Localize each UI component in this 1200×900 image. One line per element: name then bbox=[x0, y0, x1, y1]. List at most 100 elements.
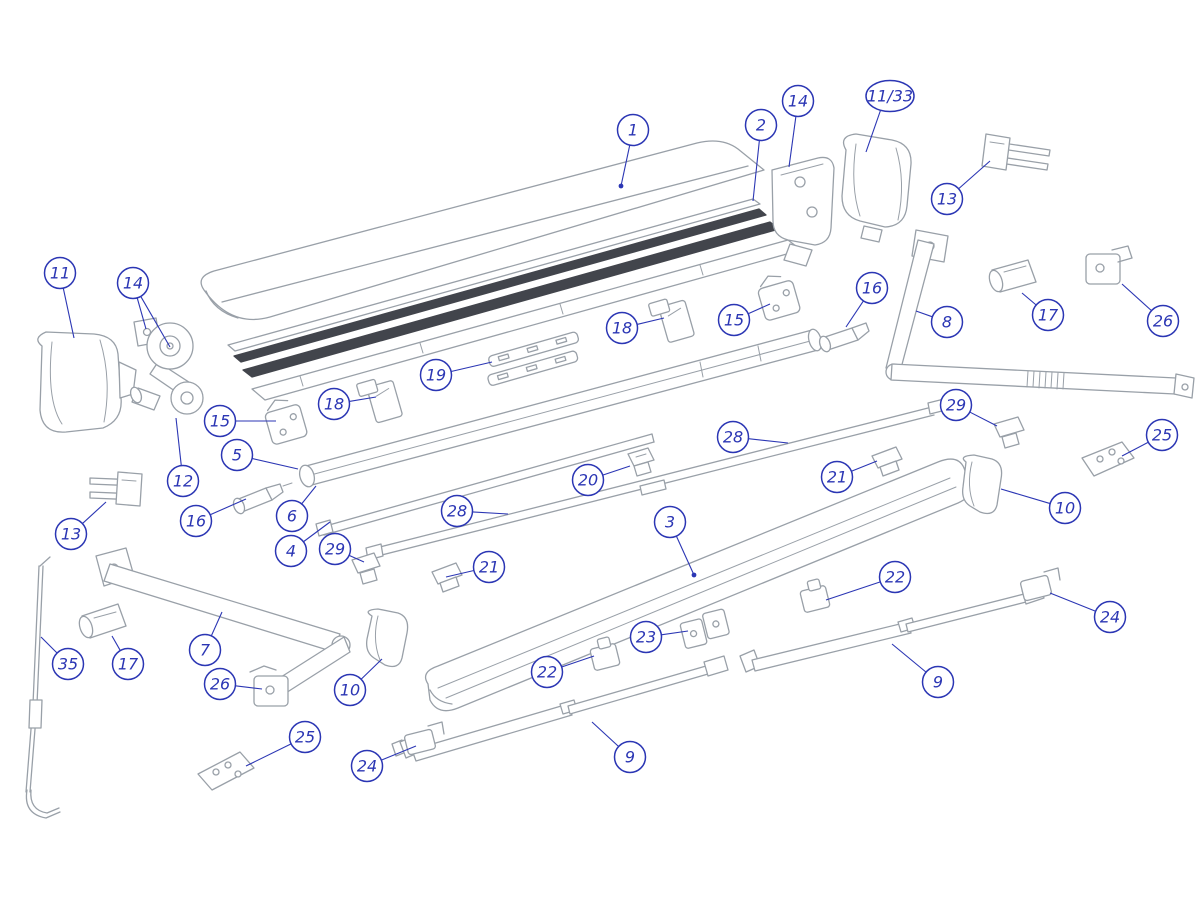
leader-line bbox=[748, 438, 789, 444]
callout-25: 25 bbox=[1121, 418, 1179, 457]
part-spring-arm-left bbox=[95, 547, 351, 699]
part-crank-rod-35 bbox=[25, 556, 61, 819]
leader-line bbox=[620, 145, 631, 187]
callout-22: 22 bbox=[825, 560, 912, 601]
callout-label: 7 bbox=[200, 641, 211, 660]
callout-21: 21 bbox=[820, 460, 878, 494]
callout-label: 4 bbox=[286, 542, 296, 561]
part-rafter-rail-28 bbox=[365, 398, 947, 561]
callout-label: 26 bbox=[210, 675, 230, 694]
callout-label: 1 bbox=[628, 121, 638, 140]
leader-line bbox=[915, 310, 933, 318]
part-cap-10-right bbox=[962, 454, 1003, 515]
leader-line bbox=[1000, 488, 1051, 505]
part-bracket-18-left bbox=[356, 378, 403, 424]
leader-line bbox=[40, 636, 58, 654]
callout-circle bbox=[275, 499, 309, 533]
leader-line bbox=[675, 535, 695, 576]
part-plate-25-right bbox=[1081, 441, 1135, 477]
callout-label: 14 bbox=[123, 274, 143, 293]
callout-9: 9 bbox=[891, 643, 955, 699]
callout-12: 12 bbox=[166, 417, 200, 498]
leader-line bbox=[891, 643, 927, 673]
callout-label: 11 bbox=[50, 264, 70, 283]
part-bracket-14-right bbox=[771, 156, 835, 267]
callout-circle bbox=[781, 84, 815, 118]
callout-circle bbox=[440, 494, 474, 528]
callout-label: 21 bbox=[827, 468, 847, 487]
part-tension-arm-right-9 bbox=[739, 583, 1045, 673]
callout-circle bbox=[1093, 600, 1127, 634]
part-bracket-18-right bbox=[648, 298, 695, 343]
leader-line bbox=[303, 521, 331, 543]
leader-line bbox=[360, 658, 383, 680]
callout-circle bbox=[419, 358, 453, 392]
callout-circle bbox=[613, 740, 647, 774]
part-clip-29-right bbox=[993, 416, 1025, 449]
callout-24: 24 bbox=[350, 745, 417, 783]
leader-line bbox=[450, 361, 493, 373]
part-clip-29-left bbox=[351, 552, 381, 585]
leader-line bbox=[445, 569, 475, 578]
leader-line bbox=[752, 140, 760, 202]
callout-label: 16 bbox=[862, 279, 882, 298]
callout-circle bbox=[333, 673, 367, 707]
callout-label: 2 bbox=[756, 116, 766, 135]
callout-label: 15 bbox=[210, 412, 230, 431]
part-crank-clamp-right-13 bbox=[981, 133, 1051, 171]
callout-35: 35 bbox=[40, 636, 85, 681]
part-bracket-19 bbox=[487, 331, 580, 386]
callout-circle bbox=[1145, 418, 1179, 452]
callout-label: 13 bbox=[937, 190, 957, 209]
leader-line bbox=[825, 581, 881, 601]
callout-circle bbox=[716, 420, 750, 454]
leader-line bbox=[251, 457, 299, 470]
leader-line bbox=[111, 635, 121, 651]
leader-line bbox=[349, 396, 377, 402]
callout-10: 10 bbox=[333, 658, 383, 707]
callout-circle bbox=[43, 256, 77, 290]
callout-label: 17 bbox=[1038, 306, 1059, 325]
callout-circle bbox=[1031, 298, 1065, 332]
callout-label: 12 bbox=[173, 472, 193, 491]
callout-label: 28 bbox=[447, 502, 467, 521]
callout-label: 21 bbox=[479, 558, 499, 577]
leader-line bbox=[209, 498, 247, 516]
leader-line bbox=[1121, 283, 1152, 312]
part-clip-24-right bbox=[1019, 567, 1061, 602]
callout-circle bbox=[629, 620, 663, 654]
callout-circle bbox=[51, 647, 85, 681]
part-clip-22-right bbox=[799, 578, 831, 613]
callout-circle bbox=[166, 464, 200, 498]
leader-line bbox=[235, 685, 263, 690]
callout-25: 25 bbox=[245, 720, 322, 767]
leader-line bbox=[865, 110, 882, 153]
callout-circle bbox=[865, 79, 915, 113]
callout-label: 16 bbox=[186, 512, 206, 531]
callout-circle bbox=[939, 388, 973, 422]
part-tube-adapter-right bbox=[818, 322, 870, 353]
callout-circle bbox=[350, 749, 384, 783]
part-spring-arm-right bbox=[885, 229, 1195, 399]
callout-circle bbox=[116, 266, 150, 300]
callout-label: 17 bbox=[118, 655, 139, 674]
callout-label: 11/33 bbox=[867, 87, 913, 106]
callout-circle bbox=[571, 463, 605, 497]
part-end-cap-right-1133 bbox=[841, 133, 912, 243]
part-bracket-26-left bbox=[249, 665, 289, 707]
callout-29: 29 bbox=[939, 388, 998, 427]
callout-label: 22 bbox=[537, 663, 557, 682]
part-roller-tube bbox=[298, 328, 823, 488]
callout-circle bbox=[317, 387, 351, 421]
leader-line bbox=[602, 465, 631, 476]
leader-line bbox=[591, 721, 619, 747]
callout-13: 13 bbox=[930, 160, 991, 216]
part-cap-10-left bbox=[366, 608, 409, 668]
leader-line bbox=[381, 745, 417, 761]
callout-5: 5 bbox=[220, 438, 299, 472]
callout-circle bbox=[744, 108, 778, 142]
callout-label: 19 bbox=[426, 366, 446, 385]
callout-23: 23 bbox=[629, 620, 689, 654]
callout-4: 4 bbox=[274, 521, 331, 568]
part-clip-21-right bbox=[871, 446, 903, 477]
